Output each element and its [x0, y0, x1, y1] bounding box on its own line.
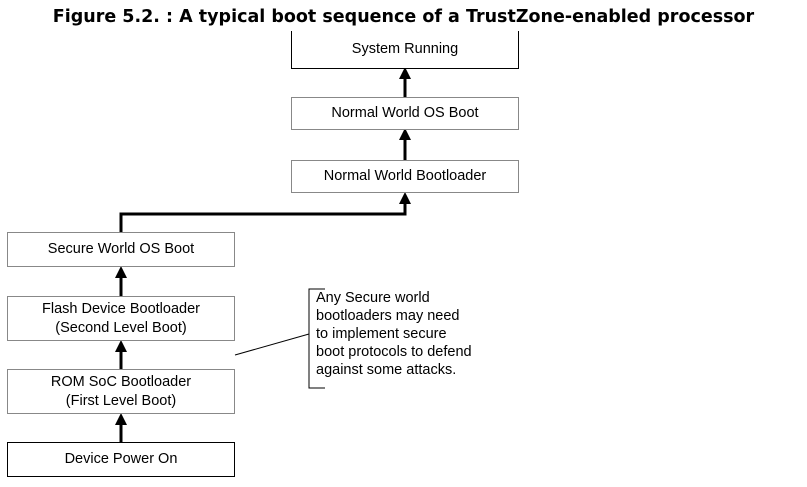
annotation-note: Any Secure world bootloaders may need to…: [316, 289, 472, 379]
node-label: System Running: [351, 41, 459, 57]
annotation-line-3: to implement secure: [316, 326, 447, 342]
node-system-running: System Running: [291, 31, 519, 69]
node-label: Normal World Bootloader: [323, 168, 487, 184]
node-flash-device-bootloader: Flash Device Bootloader (Second Level Bo…: [7, 296, 235, 341]
annotation-leader-line: [234, 333, 310, 356]
annotation-line-1: Any Secure world: [316, 290, 430, 306]
annotation-line-4: boot protocols to defend: [316, 344, 472, 360]
node-label-line-1: Flash Device Bootloader: [42, 300, 200, 317]
node-label-line-2: (Second Level Boot): [55, 319, 187, 336]
annotation-line-2: bootloaders may need: [316, 308, 460, 324]
node-rom-soc-bootloader: ROM SoC Bootloader (First Level Boot): [7, 369, 235, 414]
node-normal-world-os-boot: Normal World OS Boot: [291, 97, 519, 130]
node-label-line-2: (First Level Boot): [65, 392, 177, 409]
node-label-line-1: ROM SoC Bootloader: [50, 373, 192, 390]
node-label: Normal World OS Boot: [331, 105, 479, 121]
figure-caption: Figure 5.2. : A typical boot sequence of…: [52, 7, 755, 27]
annotation-bracket: [308, 288, 325, 389]
node-label: Secure World OS Boot: [47, 241, 195, 257]
node-label: Device Power On: [64, 451, 178, 467]
node-device-power-on: Device Power On: [7, 442, 235, 477]
node-secure-world-os-boot: Secure World OS Boot: [7, 232, 235, 267]
arrow-secure-os-to-normal-bootloader: [119, 192, 411, 232]
annotation-line-5: against some attacks.: [316, 362, 457, 378]
node-normal-world-bootloader: Normal World Bootloader: [291, 160, 519, 193]
